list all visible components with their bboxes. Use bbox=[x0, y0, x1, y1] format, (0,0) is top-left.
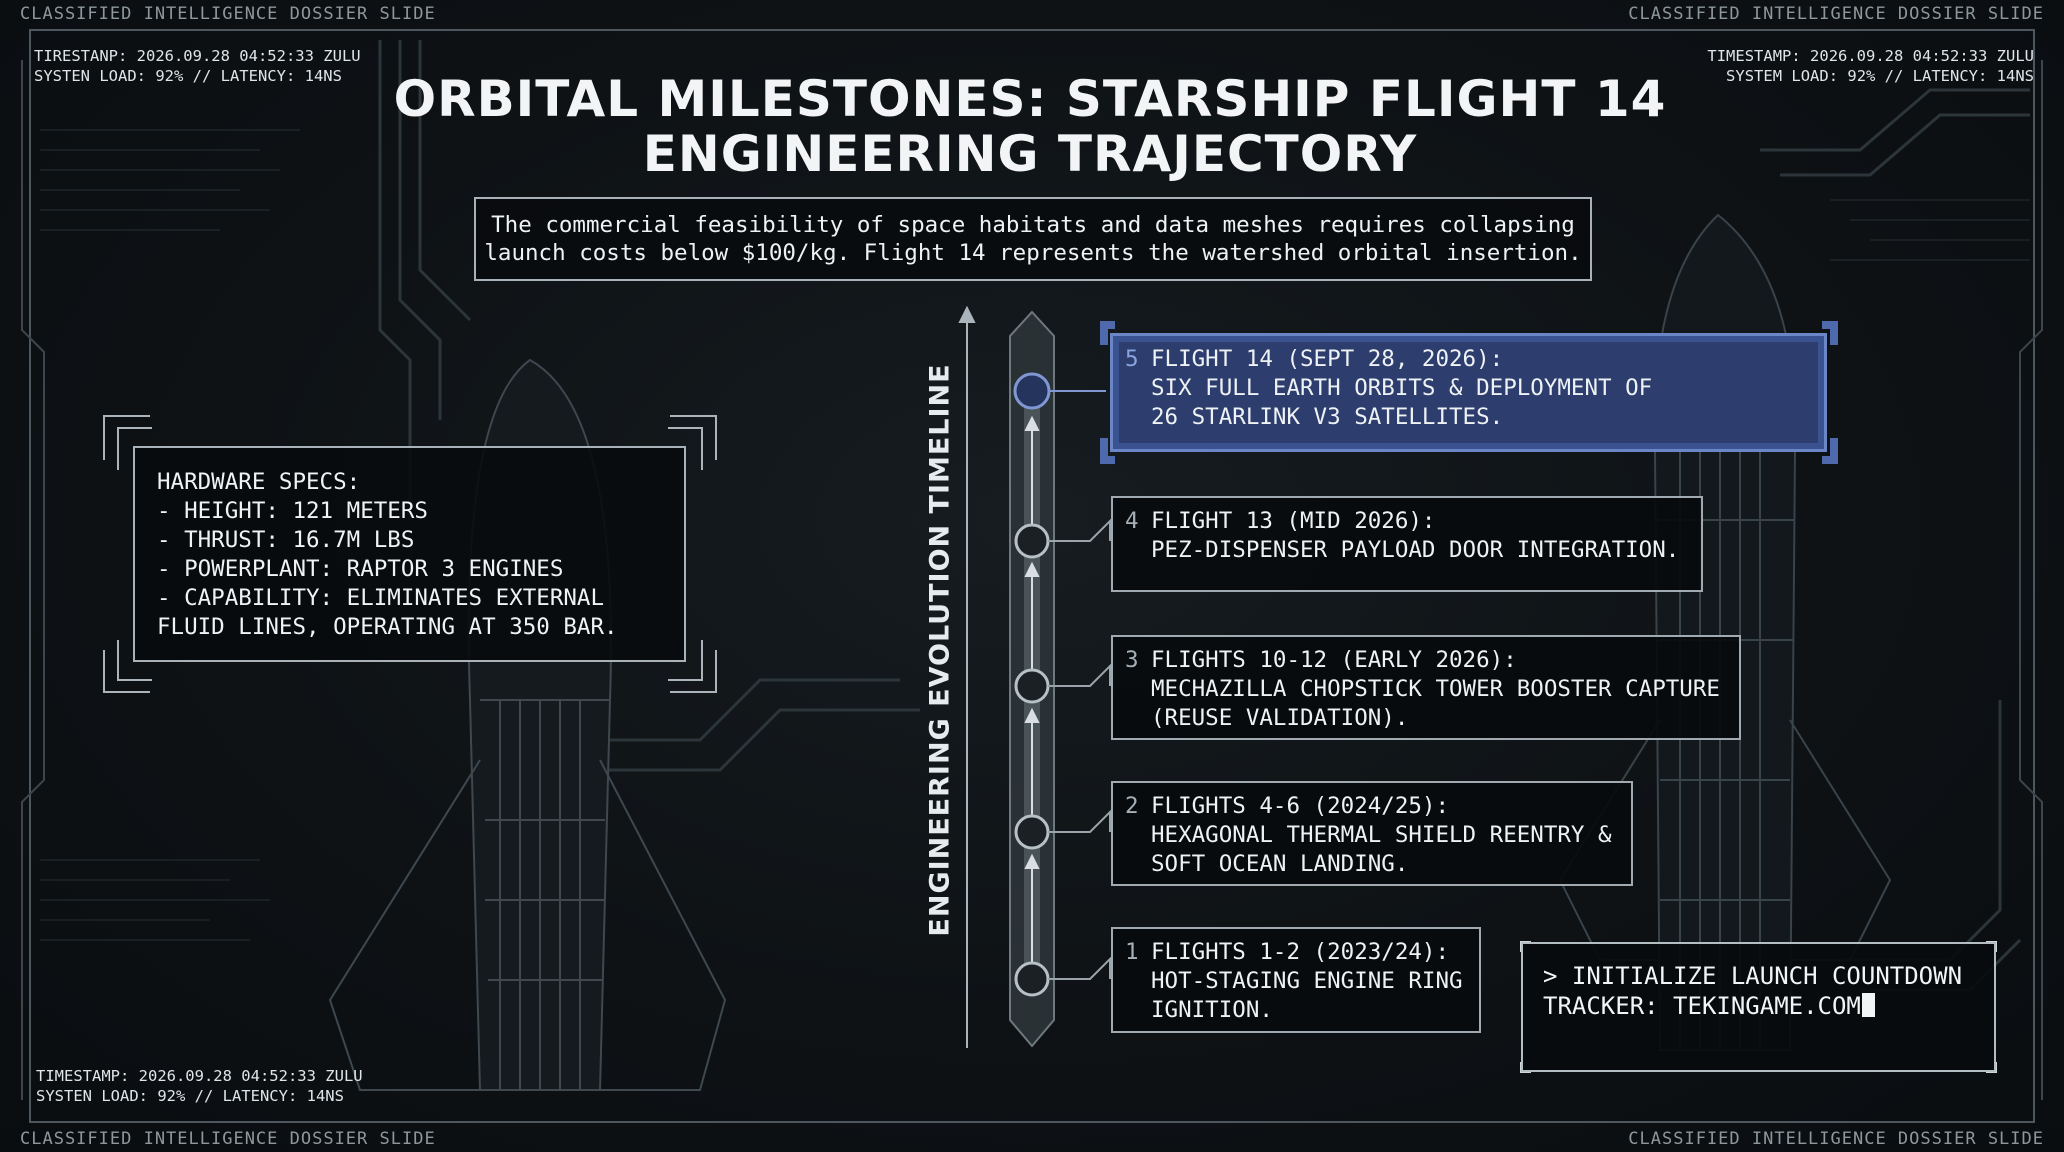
stamp-time: TIRESTANP: 2026.09.28 04:52:33 ZULU bbox=[34, 47, 361, 65]
milestone-heading: FLIGHTS 4-6 (2024/25): bbox=[1151, 793, 1450, 819]
outer-frame bbox=[29, 29, 2035, 1123]
timeline-axis-label: ENGINEERING EVOLUTION TIMELINE bbox=[924, 363, 956, 937]
spec-thrust: - THRUST: 16.7M LBS bbox=[157, 527, 415, 553]
milestone-detail: HEXAGONAL THERMAL SHIELD REENTRY & bbox=[1151, 822, 1612, 848]
classified-label-top-right: CLASSIFIED INTELLIGENCE DOSSIER SLIDE bbox=[1628, 4, 2044, 24]
hardware-specs-panel: HARDWARE SPECS: - HEIGHT: 121 METERS - THR… bbox=[133, 446, 686, 662]
milestone-detail: MECHAZILLA CHOPSTICK TOWER BOOSTER CAPTU… bbox=[1151, 676, 1720, 702]
timeline-axis-arrow bbox=[958, 305, 976, 1048]
subtitle-box: The commercial feasibility of space habi… bbox=[474, 197, 1592, 281]
page-title: ORBITAL MILESTONES: STARSHIP FLIGHT 14 E… bbox=[380, 72, 1680, 182]
milestone-4[interactable]: 4 FLIGHT 13 (MID 2026): PEZ-DISPENSER PA… bbox=[1111, 496, 1703, 592]
timeline-node-5 bbox=[1013, 372, 1051, 410]
stamp-load: SYSTEN LOAD: 92% // LATENCY: 14NS bbox=[34, 67, 342, 85]
milestone-detail: IGNITION. bbox=[1151, 997, 1273, 1023]
milestone-detail: 26 STARLINK V3 SATELLITES. bbox=[1151, 404, 1504, 430]
classified-label-bottom-left: CLASSIFIED INTELLIGENCE DOSSIER SLIDE bbox=[20, 1129, 436, 1149]
spec-height: - HEIGHT: 121 METERS bbox=[157, 498, 428, 524]
subtitle-line-1: The commercial feasibility of space habi… bbox=[491, 212, 1575, 238]
launch-countdown-terminal[interactable]: > INITIALIZE LAUNCH COUNTDOWN TRACKER: T… bbox=[1521, 942, 1996, 1072]
tracker-url[interactable]: TRACKER: TEKINGAME.COM bbox=[1543, 992, 1861, 1020]
terminal-link-line[interactable]: TRACKER: TEKINGAME.COM bbox=[1543, 991, 1994, 1021]
milestone-3[interactable]: 3 FLIGHTS 10-12 (EARLY 2026): MECHAZILLA… bbox=[1111, 635, 1741, 740]
timeline-node-4 bbox=[1014, 523, 1050, 559]
terminal-command: > INITIALIZE LAUNCH COUNTDOWN bbox=[1543, 962, 1963, 990]
stamp-time: TIMESTAMP: 2026.09.28 04:52:33 ZULU bbox=[1707, 47, 2034, 65]
milestone-detail: HOT-STAGING ENGINE RING bbox=[1151, 968, 1463, 994]
classified-label-bottom-right: CLASSIFIED INTELLIGENCE DOSSIER SLIDE bbox=[1628, 1129, 2044, 1149]
milestone-heading: FLIGHT 14 (SEPT 28, 2026): bbox=[1151, 346, 1504, 372]
active-milestone-bracket bbox=[1100, 321, 1838, 464]
system-stamp-top-left: TIRESTANP: 2026.09.28 04:52:33 ZULU SYST… bbox=[34, 46, 361, 86]
milestone-2[interactable]: 2 FLIGHTS 4-6 (2024/25): HEXAGONAL THERM… bbox=[1111, 781, 1633, 886]
milestone-number: 3 bbox=[1125, 647, 1139, 673]
title-line-2: ENGINEERING TRAJECTORY bbox=[642, 125, 1418, 183]
milestone-detail: PEZ-DISPENSER PAYLOAD DOOR INTEGRATION. bbox=[1151, 537, 1680, 563]
specs-heading: HARDWARE SPECS: bbox=[157, 469, 361, 495]
system-stamp-bottom-left: TIMESTAMP: 2026.09.28 04:52:33 ZULU SYST… bbox=[36, 1066, 363, 1106]
subtitle-line-2: launch costs below $100/kg. Flight 14 re… bbox=[484, 240, 1582, 266]
stamp-load: SYSTEM LOAD: 92% // LATENCY: 14NS bbox=[1726, 67, 2034, 85]
timeline-spine bbox=[1009, 310, 1111, 1048]
milestone-number: 5 bbox=[1125, 346, 1139, 372]
milestone-number: 1 bbox=[1125, 939, 1139, 965]
timeline-node-1 bbox=[1014, 961, 1050, 997]
milestone-detail: (REUSE VALIDATION). bbox=[1151, 705, 1409, 731]
milestone-heading: FLIGHTS 1-2 (2023/24): bbox=[1151, 939, 1450, 965]
milestone-5[interactable]: 5 FLIGHT 14 (SEPT 28, 2026): SIX FULL EA… bbox=[1110, 333, 1827, 452]
system-stamp-top-right: TIMESTAMP: 2026.09.28 04:52:33 ZULU SYST… bbox=[1707, 46, 2034, 86]
text-cursor bbox=[1861, 993, 1875, 1017]
spec-powerplant: - POWERPLANT: RAPTOR 3 ENGINES bbox=[157, 556, 564, 582]
milestone-number: 4 bbox=[1125, 508, 1139, 534]
stamp-load: SYSTEN LOAD: 92% // LATENCY: 14NS bbox=[36, 1087, 344, 1105]
milestone-heading: FLIGHT 13 (MID 2026): bbox=[1151, 508, 1436, 534]
classified-label-top-left: CLASSIFIED INTELLIGENCE DOSSIER SLIDE bbox=[20, 4, 436, 24]
milestone-detail: SOFT OCEAN LANDING. bbox=[1151, 851, 1409, 877]
timeline-node-3 bbox=[1014, 668, 1050, 704]
spec-capability: - CAPABILITY: ELIMINATES EXTERNAL bbox=[157, 585, 605, 611]
stamp-time: TIMESTAMP: 2026.09.28 04:52:33 ZULU bbox=[36, 1067, 363, 1085]
milestone-detail: SIX FULL EARTH ORBITS & DEPLOYMENT OF bbox=[1151, 375, 1653, 401]
timeline-node-2 bbox=[1014, 814, 1050, 850]
spec-capability-cont: FLUID LINES, OPERATING AT 350 BAR. bbox=[157, 614, 618, 640]
milestone-heading: FLIGHTS 10-12 (EARLY 2026): bbox=[1151, 647, 1517, 673]
milestone-number: 2 bbox=[1125, 793, 1139, 819]
milestone-1[interactable]: 1 FLIGHTS 1-2 (2023/24): HOT-STAGING ENG… bbox=[1111, 927, 1481, 1033]
title-line-1: ORBITAL MILESTONES: STARSHIP FLIGHT 14 bbox=[393, 70, 1667, 128]
